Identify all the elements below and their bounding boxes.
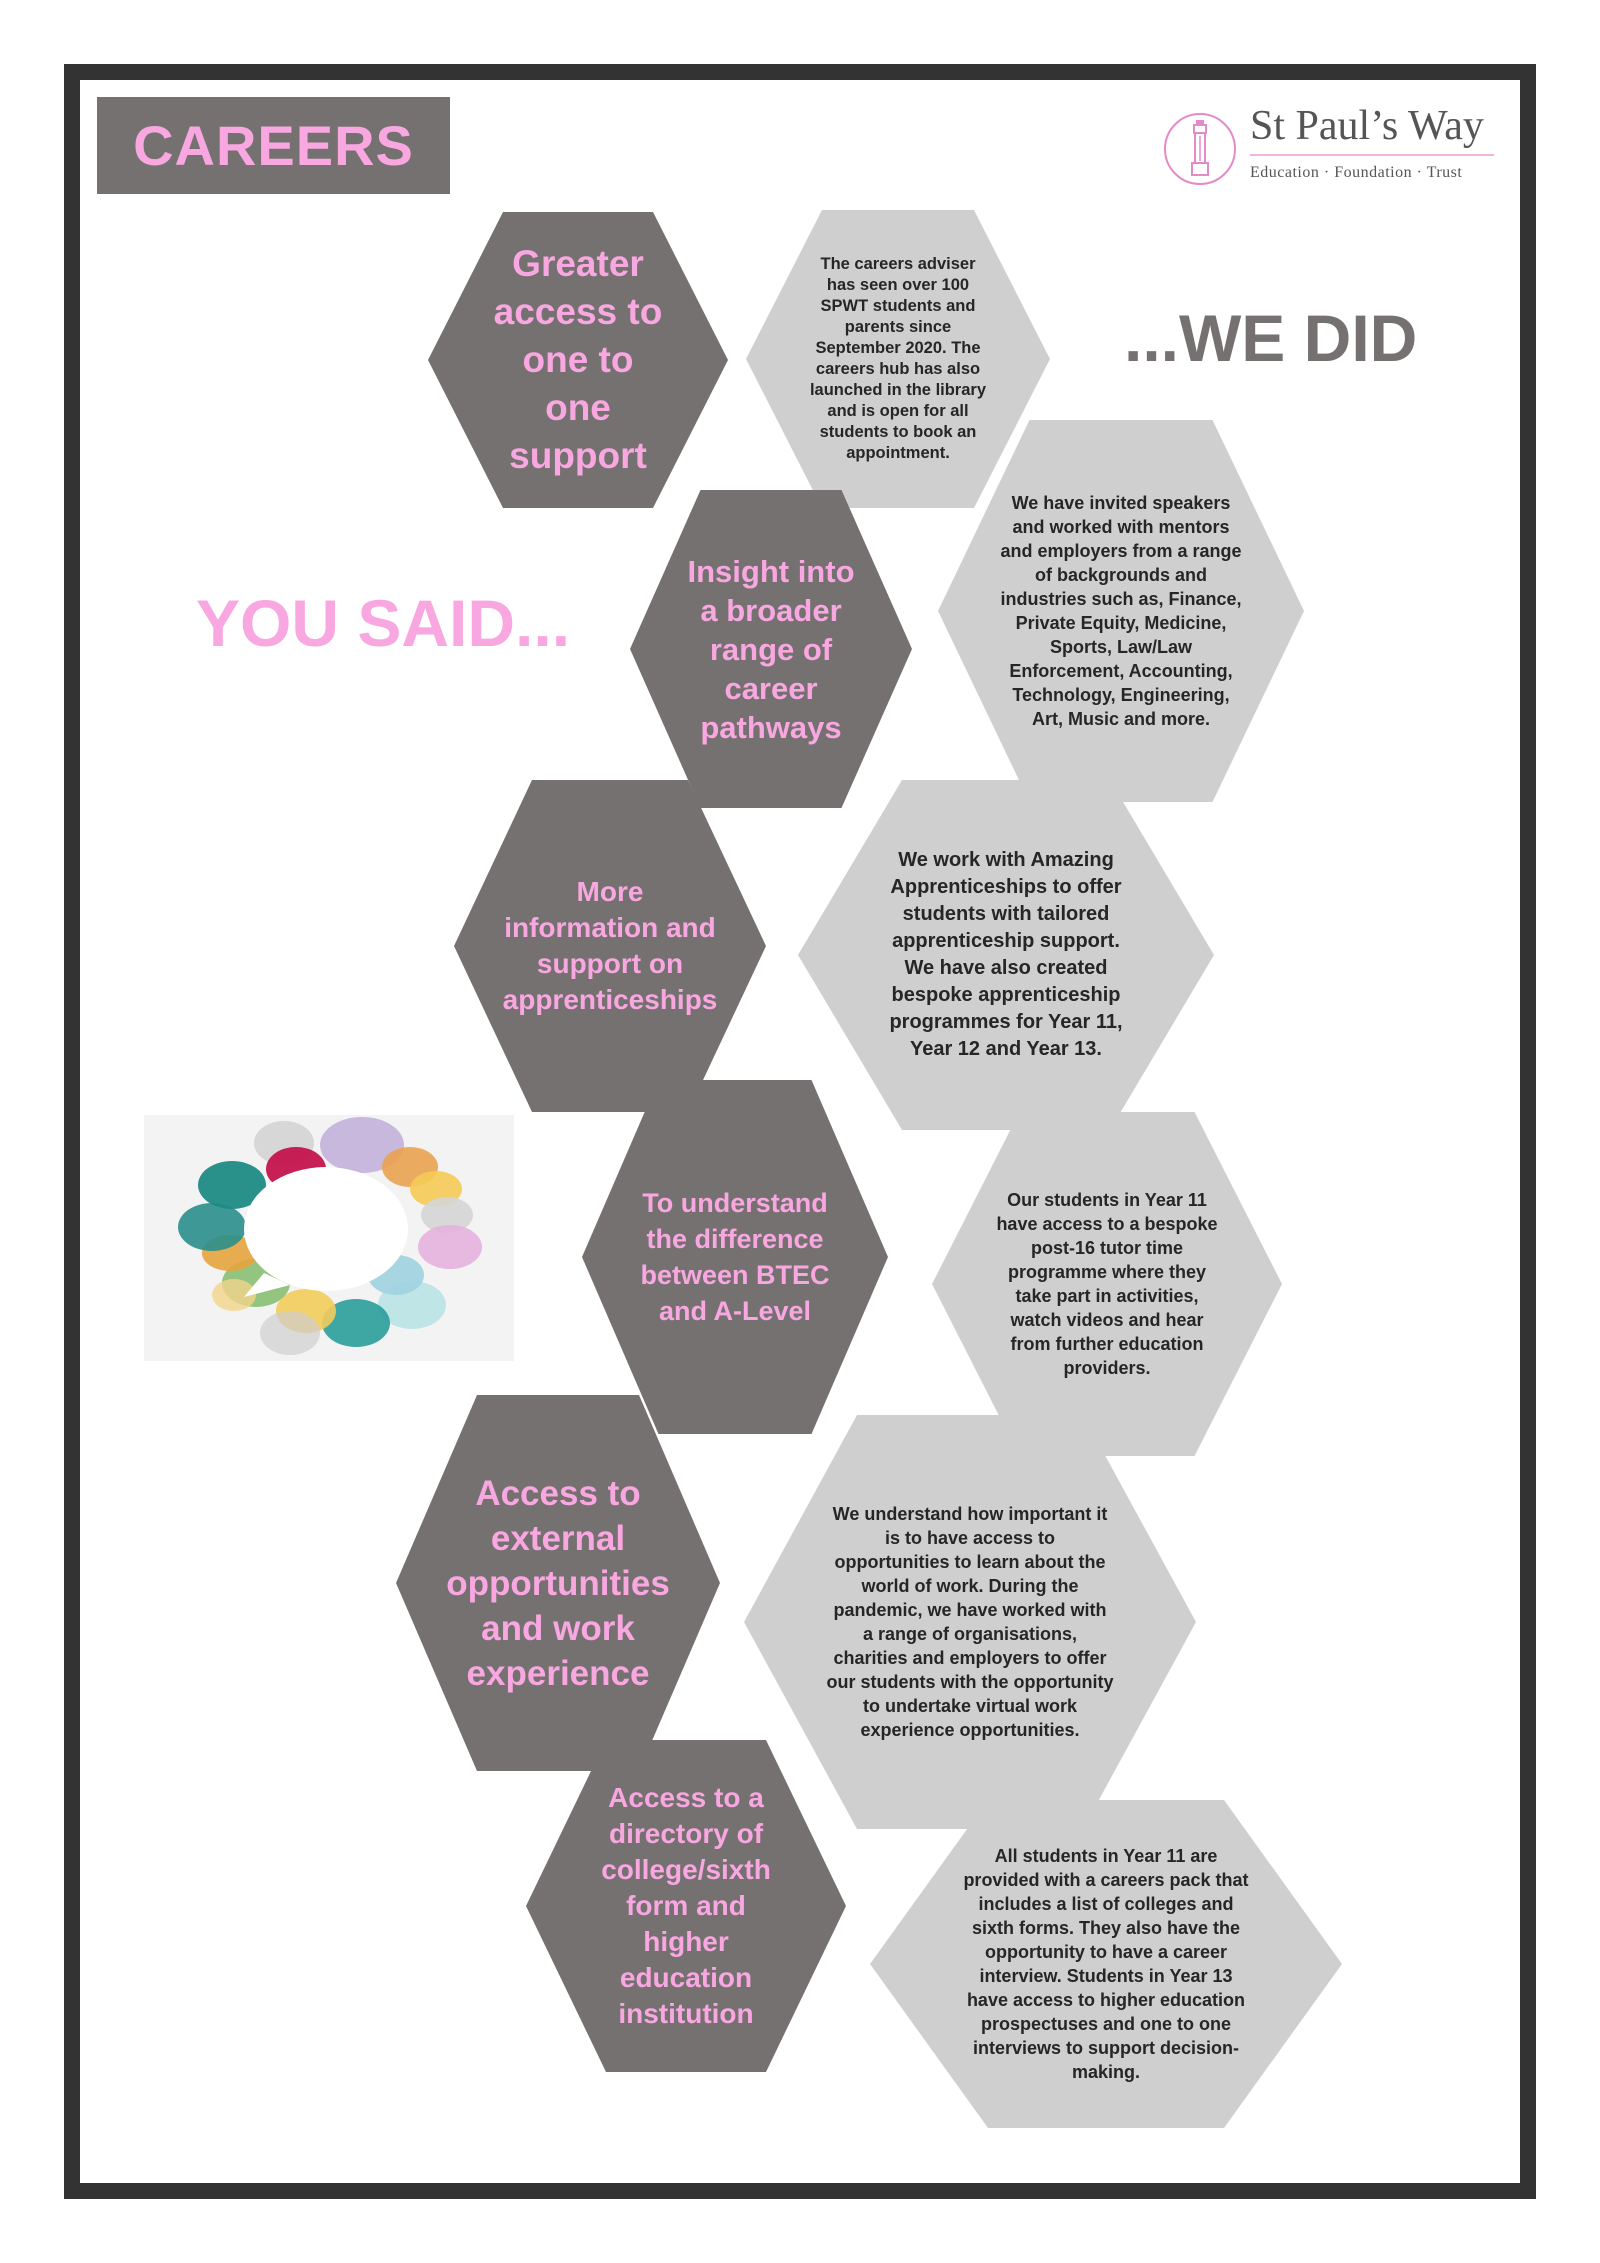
said-hexagon-6: Access to a directory of college/sixth f… [526,1740,846,2072]
did-text-3: We work with Amazing Apprenticeships to … [889,849,1123,1060]
said-hexagon-2: Insight into a broader range of career p… [630,490,912,808]
did-text-5: We understand how important it is to hav… [826,1504,1114,1740]
did-hexagon-4: Our students in Year 11 have access to a… [932,1112,1282,1456]
did-text-6: All students in Year 11 are provided wit… [963,1846,1249,2082]
speech-bubbles-image [144,1115,514,1361]
said-hexagon-1: Greater access to one to one support [428,212,728,508]
we-did-heading: ...WE DID [1124,301,1418,375]
said-text-4: To understand the difference between BTE… [640,1188,830,1326]
did-text-1: The careers adviser has seen over 100 SP… [809,255,987,462]
did-hexagon-6: All students in Year 11 are provided wit… [870,1800,1342,2128]
said-text-1: Greater access to one to one support [493,243,663,476]
did-hexagon-1: The careers adviser has seen over 100 SP… [746,210,1050,508]
logo-subtitle: Education · Foundation · Trust [1250,164,1463,181]
school-logo: St Paul’s Way Education · Foundation · T… [1162,100,1502,200]
careers-header: CAREERS [97,97,450,194]
said-text-5: Access to external opportunities and wor… [446,1473,670,1693]
page-title: CAREERS [133,114,414,177]
tower-emblem-icon [1164,113,1236,185]
you-said-heading: YOU SAID... [196,586,571,660]
said-text-3: More information and support on apprenti… [502,876,718,1015]
said-text-6: Access to a directory of college/sixth f… [601,1782,771,2029]
did-text-4: Our students in Year 11 have access to a… [996,1190,1218,1378]
did-hexagon-5: We understand how important it is to hav… [744,1415,1196,1829]
speech-bubbles-icon [178,1117,482,1355]
said-hexagon-4: To understand the difference between BTE… [582,1080,888,1434]
said-text-2: Insight into a broader range of career p… [687,553,855,745]
logo-divider [1250,154,1494,156]
did-text-2: We have invited speakers and worked with… [1000,493,1242,729]
logo-name: St Paul’s Way [1250,103,1484,149]
